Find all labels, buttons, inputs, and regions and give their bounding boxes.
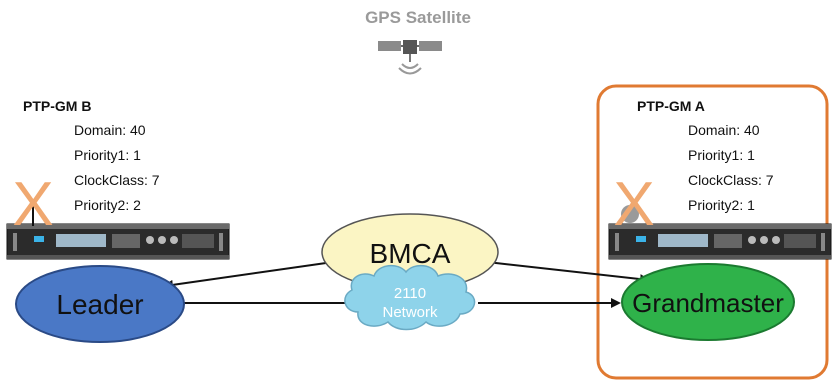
network-cloud — [344, 264, 476, 331]
gm-b-priority2: Priority2: 2 — [74, 197, 141, 213]
gm-b-x-marker: X — [12, 170, 53, 239]
gm-a-params: Domain: 40 Priority1: 1 ClockClass: 7 Pr… — [688, 118, 774, 218]
bmca-to-grandmaster-arrow — [486, 261, 650, 285]
gm-a-priority1: Priority1: 1 — [688, 147, 755, 163]
satellite-icon — [378, 40, 442, 75]
gm-a-name: PTP-GM A — [637, 98, 705, 114]
grandmaster-label: Grandmaster — [632, 288, 784, 318]
gm-a-x-marker: X — [613, 170, 654, 239]
gm-a-domain: Domain: 40 — [688, 122, 760, 138]
gm-a-priority2: Priority2: 1 — [688, 197, 755, 213]
leader-label: Leader — [56, 289, 143, 320]
gm-b-priority1: Priority1: 1 — [74, 147, 141, 163]
gm-a-rack-device — [608, 223, 832, 260]
gm-a-clockclass: ClockClass: 7 — [688, 172, 774, 188]
gm-b-clockclass: ClockClass: 7 — [74, 172, 160, 188]
gm-b-rack-device — [6, 223, 230, 260]
bmca-label: BMCA — [370, 238, 451, 269]
leader-node — [15, 265, 185, 343]
bmca-to-leader-arrow — [163, 261, 334, 290]
network-label-line2: Network — [382, 304, 438, 321]
gps-satellite-title: GPS Satellite — [365, 8, 471, 27]
grandmaster-node — [621, 263, 795, 341]
gm-b-name: PTP-GM B — [23, 98, 92, 114]
network-label-line1: 2110 — [394, 285, 426, 302]
gm-b-params: Domain: 40 Priority1: 1 ClockClass: 7 Pr… — [74, 118, 160, 218]
gm-b-domain: Domain: 40 — [74, 122, 146, 138]
